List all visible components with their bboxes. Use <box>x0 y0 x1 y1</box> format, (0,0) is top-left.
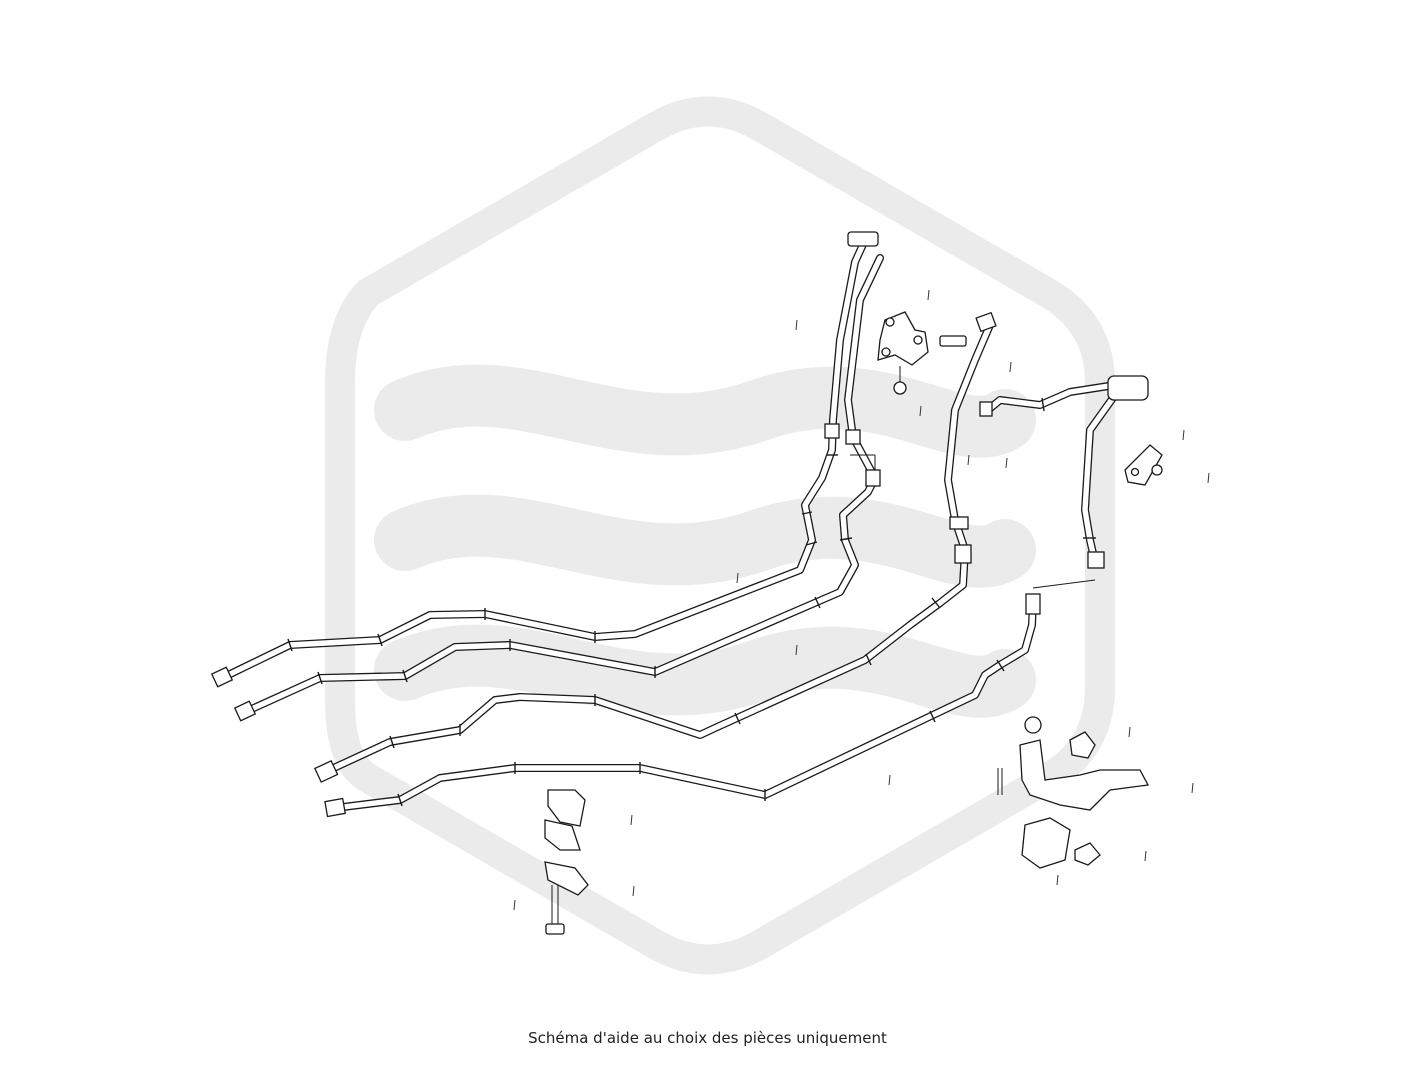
clamp-set-left <box>544 789 589 935</box>
bracket-assembly-right <box>997 716 1150 869</box>
watermark-hexagon <box>325 96 1115 975</box>
pipe-d <box>331 596 1037 812</box>
pipe-fittings <box>210 231 1149 818</box>
watermark-logo <box>325 96 1115 975</box>
pipe-b <box>241 254 884 716</box>
bracket-right <box>1124 444 1163 486</box>
bracket-top <box>877 311 967 395</box>
reference-ticks <box>513 289 1210 911</box>
watermark-wave-2 <box>374 494 1036 588</box>
watermark-wave-3 <box>374 624 1036 718</box>
watermark-wave-1 <box>374 364 1036 458</box>
pipe-a <box>218 236 869 682</box>
diagram-caption: Schéma d'aide au choix des pièces unique… <box>528 1029 887 1047</box>
